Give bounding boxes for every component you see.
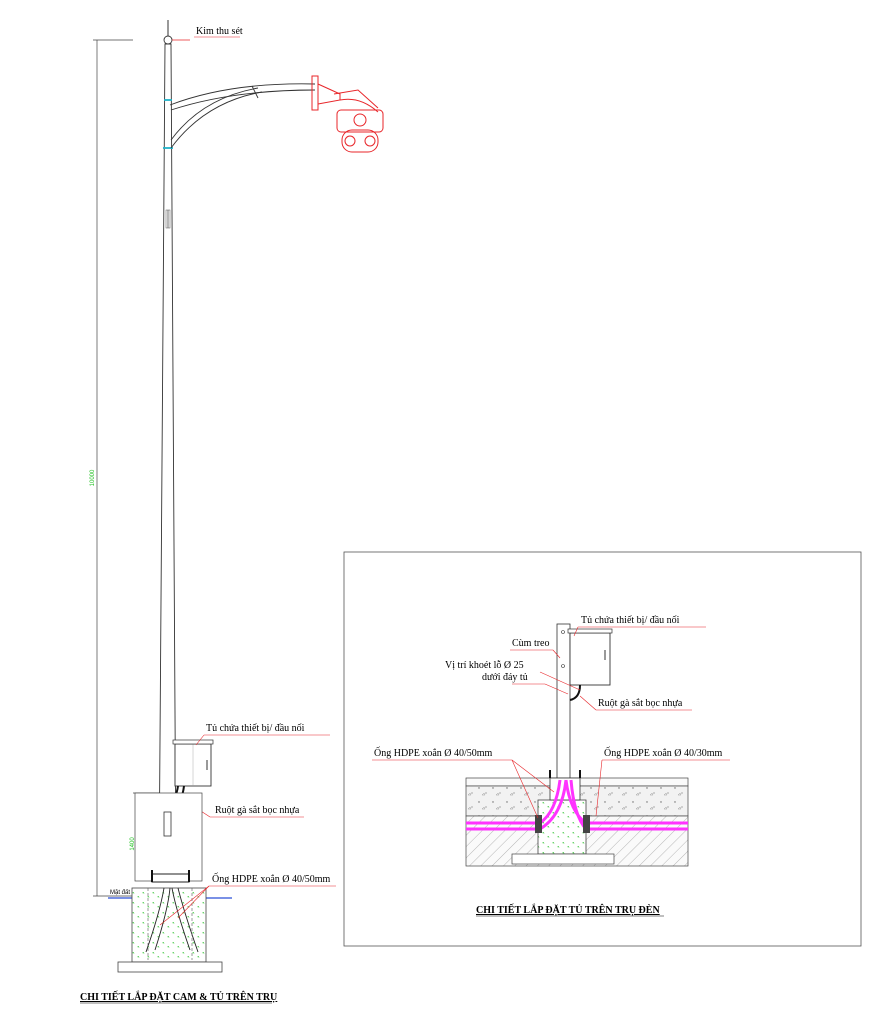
pole-base — [134, 792, 203, 883]
svg-text:Vị trí khoét lỗ Ø 25: Vị trí khoét lỗ Ø 25 — [445, 660, 524, 671]
equipment-cabinet — [172, 739, 214, 787]
light-pole — [158, 43, 177, 881]
svg-text:Ống HDPE xoắn Ø 40/50mm: Ống HDPE xoắn Ø 40/50mm — [374, 746, 493, 759]
svg-text:Ruột gà sắt bọc nhựa: Ruột gà sắt bọc nhựa — [598, 698, 683, 709]
label-cabinet: Tủ chứa thiết bị/ đầu nối — [195, 723, 330, 746]
svg-text:Tủ chứa thiết bị/ đầu nối: Tủ chứa thiết bị/ đầu nối — [581, 615, 680, 626]
svg-text:Mặt đất: Mặt đất — [110, 890, 130, 896]
label-hdpe: Ống HDPE xoắn Ø 40/50mm — [159, 872, 336, 926]
camera-arm — [169, 83, 316, 149]
svg-text:Kim thu sét: Kim thu sét — [196, 26, 243, 37]
svg-text:Ống HDPE xoắn Ø 40/30mm: Ống HDPE xoắn Ø 40/30mm — [604, 746, 723, 759]
right-hdpe-pipes — [466, 779, 688, 831]
pole-height-dimension: 10000 — [90, 39, 160, 897]
pole-height-text: 10000 — [90, 469, 96, 486]
right-label-hole: Vị trí khoét lỗ Ø 25 dưới đáy tủ — [445, 660, 581, 695]
right-label-hdpe-left: Ống HDPE xoắn Ø 40/50mm — [372, 746, 555, 819]
svg-text:dưới đáy tủ: dưới đáy tủ — [482, 672, 528, 683]
right-ground — [465, 770, 689, 867]
svg-text:Ruột gà sắt bọc nhựa: Ruột gà sắt bọc nhựa — [215, 805, 300, 816]
left-detail-title: CHI TIẾT LẮP ĐẶT CAM & TỦ TRÊN TRỤ — [80, 990, 277, 1003]
right-label-bracket: Cùm treo — [510, 638, 561, 659]
svg-text:Cùm treo: Cùm treo — [512, 638, 550, 649]
right-detail: Tủ chứa thiết bị/ đầu nối Cùm treo Vị tr… — [343, 551, 862, 947]
pipe-fittings — [535, 815, 590, 833]
lightning-rod — [163, 20, 173, 45]
label-lightning-rod: Kim thu sét — [172, 26, 243, 41]
right-cabinet — [567, 628, 613, 701]
ptz-camera — [311, 75, 384, 153]
right-label-hdpe-right: Ống HDPE xoắn Ø 40/30mm — [595, 746, 730, 817]
svg-text:Tủ chứa thiết bị/ đầu nối: Tủ chứa thiết bị/ đầu nối — [206, 723, 305, 734]
right-detail-title: CHI TIẾT LẮP ĐẶT TỦ TRÊN TRỤ ĐÈN — [476, 903, 660, 916]
foundation — [117, 887, 223, 973]
svg-text:Ống HDPE xoắn Ø 40/50mm: Ống HDPE xoắn Ø 40/50mm — [212, 872, 331, 885]
left-detail: 10000 1400 — [80, 20, 384, 1004]
right-label-cabinet: Tủ chứa thiết bị/ đầu nối — [573, 615, 706, 637]
right-detail-frame — [343, 551, 862, 947]
right-label-conduit: Ruột gà sắt bọc nhựa — [579, 695, 692, 711]
base-height-text: 1400 — [130, 837, 136, 851]
